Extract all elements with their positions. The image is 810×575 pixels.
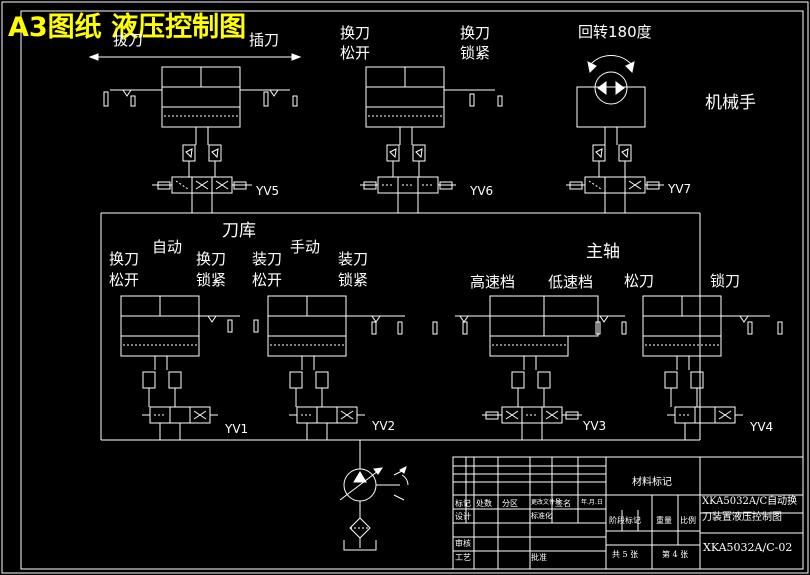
tb-scale: 比例 [680,516,696,525]
cylinder-speed-shift [432,295,627,370]
rotary-actuator [576,55,646,145]
tb-process: 工艺 [455,553,471,562]
label-manipulator: 机械手 [705,93,756,113]
label-pull-tool: 拔刀 [113,31,144,49]
check-valves-bottom [142,371,704,407]
tb-zone: 分区 [502,499,518,508]
label-robot-release-2: 松开 [340,44,371,62]
tb-weight: 重量 [656,516,672,525]
tag-yv5: YV5 [256,184,280,198]
valve-yv4 [667,406,743,440]
tb-approve: 批准 [531,553,547,562]
label-auto: 自动 [152,238,183,256]
label-robot-clamp-2: 锁紧 [460,44,491,62]
tb-material-mark: 材料标记 [632,477,672,488]
label-mag-clamp-2: 锁紧 [196,271,227,289]
label-loosen-tool: 松刀 [624,272,655,290]
cylinder-spindle-lock [642,295,783,370]
label-high-speed: 高速档 [470,273,516,291]
title-block [452,456,804,570]
label-robot-release-1: 换刀 [340,24,371,42]
label-robot-clamp-1: 换刀 [460,24,491,42]
valve-yv2 [289,406,365,440]
label-mag2-release-1: 装刀 [252,250,283,268]
cylinder-magazine-1 [120,295,240,370]
label-spindle: 主轴 [586,242,620,262]
label-lock-tool: 锁刀 [710,272,741,290]
label-rotate-180: 回转180度 [578,23,652,41]
throttle-valves-top [182,144,632,177]
cylinder-magazine-2 [253,295,405,370]
label-mag-release-2: 松开 [109,271,140,289]
label-mag2-release-2: 松开 [252,271,283,289]
page-title: A3图纸 液压控制图 [8,12,247,43]
tag-yv2: YV2 [372,419,396,433]
supply-line-loop [100,212,701,441]
label-mag-release-1: 换刀 [109,250,140,268]
tag-yv3: YV3 [583,419,607,433]
tb-std: 标准化 [531,512,552,520]
label-mag-clamp-1: 换刀 [196,250,227,268]
valve-yv6 [360,176,456,213]
tb-date: 年.月.日 [581,499,603,506]
tb-stage-mark: 阶段标记 [609,516,641,525]
tb-design: 设计 [455,512,471,521]
label-magazine: 刀库 [222,221,256,241]
tb-count: 处数 [476,499,492,508]
tb-signature: 签名 [555,499,571,508]
tb-change-doc: 更改文件号 [531,499,562,506]
tag-yv1: YV1 [225,422,249,436]
valve-yv5 [152,176,252,213]
tag-yv7: YV7 [668,182,692,196]
valve-yv1 [142,406,218,440]
label-manual: 手动 [290,238,321,256]
tb-drawing-name-1: XKA5032A/C自动换 [702,496,798,507]
tb-drawing-no: XKA5032A/C-02 [703,541,793,554]
tb-marks: 标记 [455,499,471,508]
label-insert-tool: 插刀 [249,31,280,49]
tb-review: 审核 [455,539,471,548]
label-low-speed: 低速档 [548,273,594,291]
cylinder-pull-insert [88,53,302,145]
valve-yv7 [566,176,664,213]
tb-sheet-no: 第 4 张 [662,550,689,559]
tag-yv6: YV6 [470,184,494,198]
tb-total-sheets: 共 5 张 [612,550,639,559]
label-mag2-clamp-1: 装刀 [338,250,369,268]
cylinder-robot-clamp [365,66,503,145]
inner-border [20,10,804,570]
tb-drawing-name-2: 刀装置液压控制图 [702,512,782,523]
tag-yv4: YV4 [750,420,774,434]
label-mag2-clamp-2: 锁紧 [338,271,369,289]
valve-yv3 [482,406,582,440]
pump-unit [339,440,409,551]
